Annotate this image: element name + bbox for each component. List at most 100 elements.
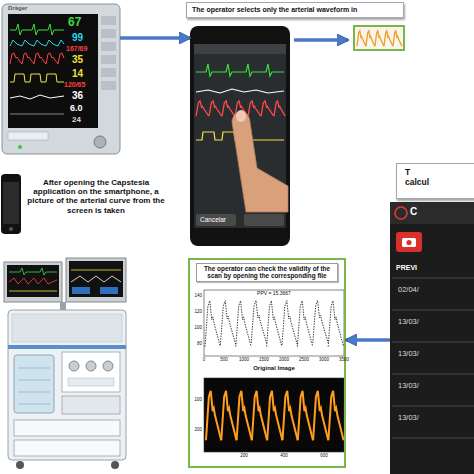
app-toolbar: [390, 202, 474, 224]
pulse-wave: [328, 391, 343, 440]
pressure-wave: [71, 270, 121, 271]
finger: [232, 112, 288, 213]
vital-value: 24: [72, 115, 81, 124]
vital-value: 6.0: [70, 103, 83, 113]
control-knob: [103, 361, 113, 371]
pulse-wave: [251, 301, 266, 344]
monitor-screen: Dräger6799167/693514120/65366.024: [2, 4, 120, 154]
original-trace: [206, 391, 344, 440]
list-separator: [392, 342, 474, 343]
pulse-wave: [237, 391, 252, 440]
app-text: 13/03/: [398, 318, 419, 327]
power-led: [18, 145, 22, 149]
pulse-wave: [252, 391, 267, 440]
baseline: [10, 114, 64, 115]
machine-drawer: [14, 440, 120, 456]
vital-value: 14: [72, 68, 83, 80]
screen-button: [100, 287, 118, 294]
screen-button: [72, 287, 90, 294]
control-knob: [69, 361, 79, 371]
fingernail: [236, 110, 246, 122]
arterial-wave: [357, 31, 402, 46]
machine-wheel: [111, 461, 119, 469]
pulse-wave: [196, 101, 209, 116]
smartphone-capture: [190, 26, 290, 246]
bellows-housing: [14, 355, 54, 413]
ecg-wave: [9, 268, 57, 275]
step-header: The operator selects only the arterial w…: [186, 2, 404, 18]
patient-monitor: [2, 4, 120, 154]
camera-icon: [402, 238, 416, 247]
app-text: PREVI: [396, 264, 417, 272]
app-text: C: [410, 206, 417, 218]
bellows-fold: [18, 380, 50, 381]
axis-tick: 0: [194, 357, 214, 362]
status-bar: [194, 44, 286, 54]
vital-value: 35: [72, 54, 83, 66]
pulse-wave: [357, 31, 366, 46]
bellows-fold: [18, 392, 50, 393]
phone-icon-screen: [3, 182, 19, 224]
machine-screen: [69, 261, 123, 297]
ecg-wave: [10, 24, 64, 35]
machine-drawer: [14, 420, 120, 436]
axis-tick: 100: [186, 325, 202, 330]
axis-tick: 100: [186, 397, 202, 402]
monitor-body: [2, 4, 120, 154]
pulse-wave: [267, 391, 282, 440]
axis-tick: 140: [186, 293, 202, 298]
phone-button: [244, 214, 284, 226]
pulse-wave: [283, 391, 298, 440]
axis-tick: 80: [186, 341, 202, 346]
monitor-button: [101, 29, 116, 38]
pulse-wave: [384, 31, 393, 46]
result-panel: The operator can check the validity of t…: [188, 258, 346, 468]
app-text: 13/03/: [398, 382, 419, 391]
pulse-wave: [313, 301, 328, 344]
axis-tick: 500: [214, 357, 234, 362]
pulse-wave: [220, 301, 235, 345]
capno-wave: [9, 291, 57, 292]
machine-screen: [7, 265, 59, 297]
monitor-screen-area: [8, 14, 98, 128]
waveform-thumbnail: [354, 26, 404, 50]
caption-text: After opening the Capstesia application …: [24, 178, 168, 215]
list-separator: [392, 406, 474, 407]
axis-tick: 400: [274, 453, 294, 458]
flow-arrow: [346, 338, 390, 342]
pulse-wave: [375, 31, 384, 46]
axis-tick: 200: [186, 427, 202, 432]
pulse-wave: [248, 101, 261, 116]
capstesia-app: [390, 202, 474, 474]
pulse-wave: [209, 101, 222, 116]
axis-tick: 2500: [294, 357, 314, 362]
phone-body: [190, 26, 290, 246]
app-text: 13/03/: [398, 350, 419, 359]
pulse-wave: [236, 301, 251, 347]
list-separator: [392, 278, 474, 279]
machine-body: [8, 310, 126, 460]
axis-tick: 2000: [274, 357, 294, 362]
step-header: T calcul: [396, 163, 474, 199]
phone-button: [196, 214, 236, 226]
plot-title: PPV = 15.3667: [234, 291, 314, 297]
arterial-wave: [9, 278, 57, 284]
pulse-wave: [313, 391, 328, 440]
resp-wave: [10, 95, 64, 99]
axis-tick: 1500: [254, 357, 274, 362]
axis-tick: 120: [186, 309, 202, 314]
list-separator: [392, 310, 474, 311]
bellows-fold: [18, 404, 50, 405]
list-separator: [392, 374, 474, 375]
machine-shelf: [62, 396, 120, 414]
anesthesia-machine: [4, 258, 126, 469]
phone-icon-button: [9, 227, 13, 231]
ecg-wave: [196, 64, 284, 76]
step-text: T calcul: [405, 168, 433, 188]
pulse-wave: [297, 301, 312, 347]
step-text: The operator selects only the arterial w…: [192, 6, 398, 14]
flow-arrow: [294, 38, 348, 42]
pulse-wave: [298, 391, 313, 440]
